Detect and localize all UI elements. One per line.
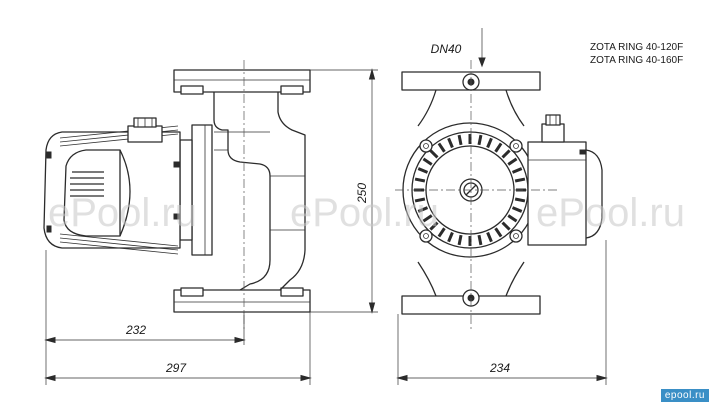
- vent-slots: [70, 171, 104, 197]
- side-pump-body: [213, 92, 306, 291]
- model-name-2: ZOTA RING 40-160F: [590, 55, 683, 66]
- bottom-flange: [173, 289, 311, 313]
- brand-badge: epool.ru: [660, 389, 709, 402]
- front-view: [395, 28, 603, 330]
- watermark-1: ePool.ru: [48, 191, 197, 235]
- housing-rib: [457, 134, 463, 146]
- housing-rib: [417, 206, 429, 213]
- dim-front-width: 234: [489, 361, 510, 375]
- motor-mount-plate: [191, 124, 213, 256]
- housing-rib: [414, 197, 426, 203]
- housing-rib: [511, 206, 523, 213]
- housing-rib: [501, 149, 511, 159]
- cable-gland-front: [541, 123, 565, 143]
- housing-rib: [414, 177, 426, 183]
- bottom-flange-bolt-right: [280, 287, 304, 297]
- housing-rib: [457, 234, 463, 246]
- housing-rib: [422, 214, 433, 223]
- housing-rib: [486, 231, 493, 243]
- terminal-box: [527, 141, 587, 246]
- housing-rib: [477, 134, 483, 146]
- housing-rib: [447, 137, 454, 149]
- top-flange: [173, 69, 311, 93]
- side-view: [43, 60, 311, 330]
- housing-rib: [447, 231, 454, 243]
- dimension-lines: [44, 68, 608, 385]
- cable-gland-side: [127, 125, 163, 143]
- watermark-2: ePool.ru: [290, 191, 439, 235]
- housing-rib: [501, 221, 511, 231]
- housing-rib: [494, 227, 503, 238]
- connection-label: DN40: [431, 42, 462, 56]
- dim-flange-to-flange: 250: [355, 183, 369, 204]
- housing-rib: [514, 197, 526, 203]
- housing-rib: [429, 149, 439, 159]
- housing-rib: [417, 167, 429, 174]
- housing-rib: [429, 221, 439, 231]
- top-flange-bolt-left: [180, 85, 204, 95]
- housing-rib: [422, 157, 433, 166]
- bottom-flange-bolt-left: [180, 287, 204, 297]
- housing-rib: [511, 167, 523, 174]
- housing-rib: [486, 137, 493, 149]
- dim-overall-length: 297: [165, 361, 187, 375]
- housing-rib: [437, 142, 446, 153]
- top-flange-bolt-right: [280, 85, 304, 95]
- housing-rib: [507, 157, 518, 166]
- dim-body-length: 232: [125, 323, 146, 337]
- housing-rib: [437, 227, 446, 238]
- housing-rib: [477, 234, 483, 246]
- housing-rib: [494, 142, 503, 153]
- model-name-1: ZOTA RING 40-120F: [590, 42, 683, 53]
- housing-rib: [514, 177, 526, 183]
- housing-rib: [507, 214, 518, 223]
- watermark-3: ePool.ru: [536, 191, 685, 235]
- housing-ribs: [414, 134, 526, 246]
